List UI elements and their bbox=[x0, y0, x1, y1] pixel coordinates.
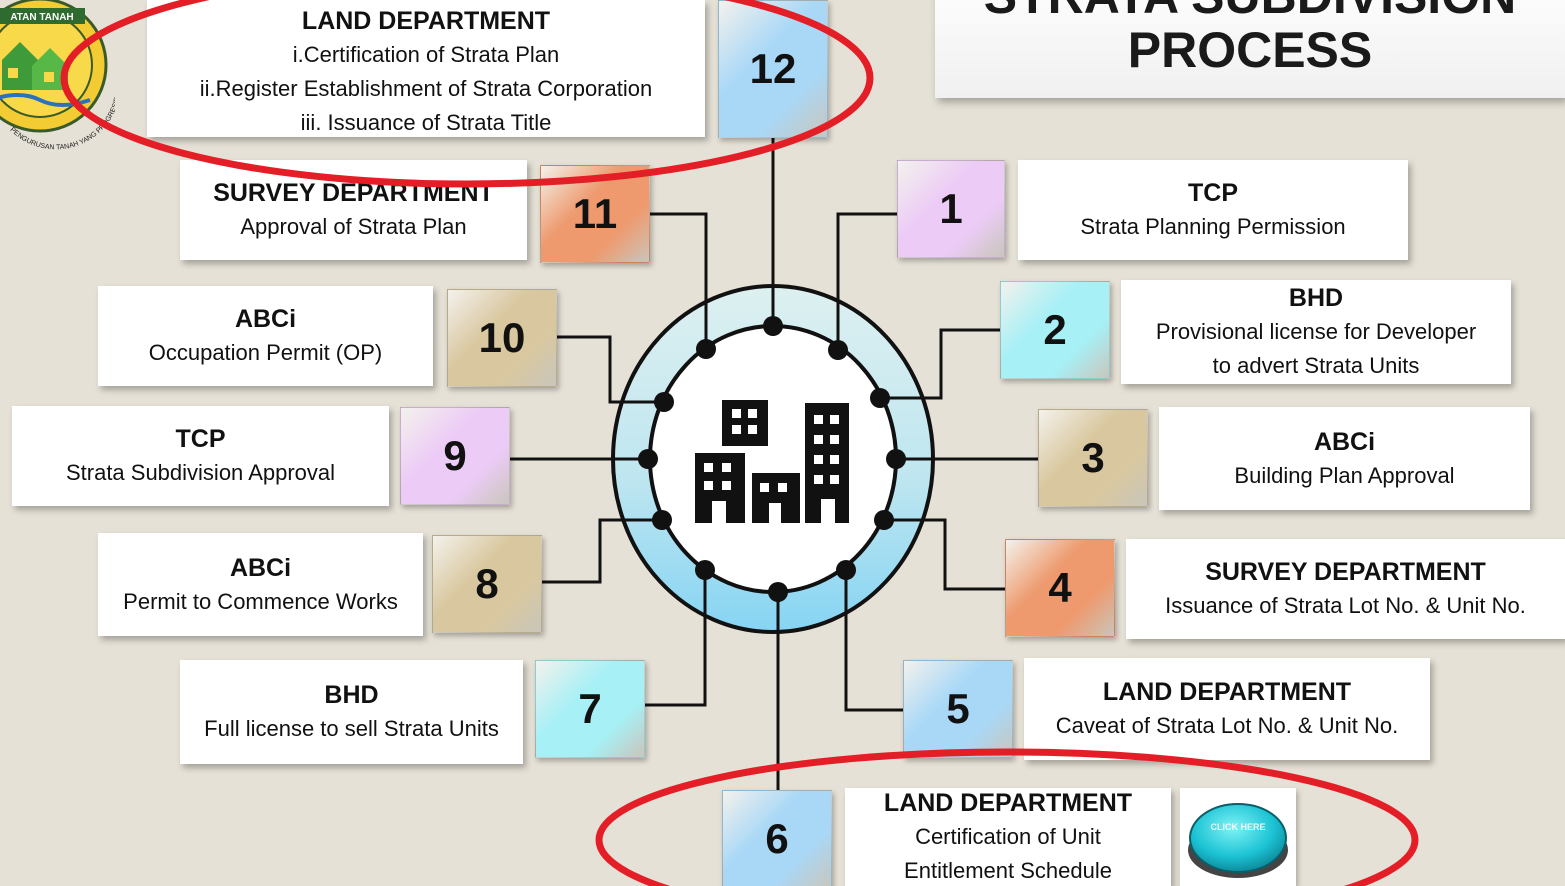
connector-step-1 bbox=[836, 212, 897, 350]
step-description: ii.Register Establishment of Strata Corp… bbox=[199, 76, 653, 101]
step-number-badge-11: 11 bbox=[540, 165, 650, 263]
click-here-label: CLICK HERE bbox=[1210, 822, 1265, 832]
title-card: STRATA SUBDIVISION PROCESS bbox=[935, 0, 1565, 98]
step-dept: TCP bbox=[1188, 179, 1238, 207]
step-card-5: LAND DEPARTMENT Caveat of Strata Lot No. … bbox=[1024, 658, 1430, 760]
step-description: Occupation Permit (OP) bbox=[148, 340, 383, 365]
step-dept: SURVEY DEPARTMENT bbox=[213, 179, 494, 207]
step-card-9: TCP Strata Subdivision Approval bbox=[12, 406, 389, 506]
step-card-2: BHD Provisional license for Developer to a… bbox=[1121, 280, 1511, 384]
step-number-badge-4: 4 bbox=[1005, 539, 1115, 637]
connector-dot-step-8 bbox=[652, 510, 672, 530]
connector-dot-step-2 bbox=[870, 388, 890, 408]
step-number-badge-9: 9 bbox=[400, 407, 510, 505]
step-card-11: SURVEY DEPARTMENT Approval of Strata Plan bbox=[180, 160, 527, 260]
connector-dot-step-9 bbox=[638, 449, 658, 469]
step-number-badge-3: 3 bbox=[1038, 409, 1148, 507]
step-number-badge-8: 8 bbox=[432, 535, 542, 633]
step-dept: LAND DEPARTMENT bbox=[301, 7, 551, 35]
step-description: Strata Planning Permission bbox=[1080, 214, 1346, 239]
connector-dot-step-10 bbox=[654, 392, 674, 412]
step-description: Issuance of Strata Lot No. & Unit No. bbox=[1165, 593, 1526, 618]
connector-step-11 bbox=[650, 212, 708, 349]
step-number-badge-5: 5 bbox=[903, 660, 1013, 758]
title-line-2: PROCESS bbox=[1127, 22, 1373, 78]
step-card-7: BHD Full license to sell Strata Units bbox=[180, 660, 523, 764]
step-description: iii. Issuance of Strata Title bbox=[300, 110, 552, 135]
step-description: Approval of Strata Plan bbox=[240, 214, 467, 239]
step-description: Entitlement Schedule bbox=[904, 858, 1112, 883]
svg-text:ATAN TANAH: ATAN TANAH bbox=[10, 12, 73, 23]
step-description: Full license to sell Strata Units bbox=[204, 716, 499, 741]
step-description: Provisional license for Developer bbox=[1155, 319, 1477, 344]
step-dept: BHD bbox=[324, 681, 379, 709]
step-dept: LAND DEPARTMENT bbox=[883, 789, 1133, 817]
step-number-badge-12: 12 bbox=[718, 0, 828, 138]
step-description: Certification of Unit bbox=[915, 824, 1101, 849]
click-here-button[interactable]: CLICK HERE bbox=[1180, 788, 1296, 886]
step-number-badge-10: 10 bbox=[447, 289, 557, 387]
buildings-icon bbox=[690, 395, 850, 525]
step-description: i.Certification of Strata Plan bbox=[292, 42, 560, 67]
connector-dot-step-5 bbox=[836, 560, 856, 580]
connector-dot-step-7 bbox=[695, 560, 715, 580]
connector-dot-step-11 bbox=[696, 339, 716, 359]
connector-dot-step-3 bbox=[886, 449, 906, 469]
connector-dot-step-4 bbox=[874, 510, 894, 530]
step-description: Caveat of Strata Lot No. & Unit No. bbox=[1055, 713, 1399, 738]
step-dept: ABCi bbox=[1313, 427, 1376, 456]
step-description: to advert Strata Units bbox=[1212, 353, 1420, 378]
connector-dot-step-6 bbox=[768, 582, 788, 602]
step-number-badge-2: 2 bbox=[1000, 281, 1110, 379]
step-number-badge-7: 7 bbox=[535, 660, 645, 758]
step-description: Permit to Commence Works bbox=[123, 588, 398, 614]
connector-dot-step-1 bbox=[828, 340, 848, 360]
step-card-12: LAND DEPARTMENT i.Certification of Strata… bbox=[147, 0, 705, 137]
step-description: Strata Subdivision Approval bbox=[65, 460, 336, 485]
connector-step-10 bbox=[557, 335, 664, 404]
step-card-1: TCP Strata Planning Permission bbox=[1018, 160, 1408, 260]
connector-step-4 bbox=[884, 518, 1005, 591]
step-dept: ABCi bbox=[229, 553, 292, 582]
land-office-logo: ATAN TANAH PENGURUSAN TANAH YANG PROGRES… bbox=[0, 0, 121, 151]
step-card-4: SURVEY DEPARTMENT Issuance of Strata Lot … bbox=[1126, 539, 1565, 639]
step-dept: SURVEY DEPARTMENT bbox=[1205, 558, 1486, 586]
step-description: Building Plan Approval bbox=[1234, 462, 1455, 488]
step-number-badge-1: 1 bbox=[897, 160, 1005, 258]
connector-step-8 bbox=[542, 518, 662, 584]
title-line-1: STRATA SUBDIVISION bbox=[935, 0, 1565, 24]
step-number-badge-6: 6 bbox=[722, 790, 832, 886]
connector-step-2 bbox=[880, 328, 1000, 400]
step-dept: BHD bbox=[1288, 284, 1344, 312]
step-dept: ABCi bbox=[234, 305, 297, 333]
connector-step-7 bbox=[645, 570, 707, 707]
connector-step-5 bbox=[844, 570, 903, 712]
step-dept: LAND DEPARTMENT bbox=[1102, 678, 1352, 706]
step-dept: TCP bbox=[175, 425, 226, 453]
connector-dot-step-12 bbox=[763, 316, 783, 336]
